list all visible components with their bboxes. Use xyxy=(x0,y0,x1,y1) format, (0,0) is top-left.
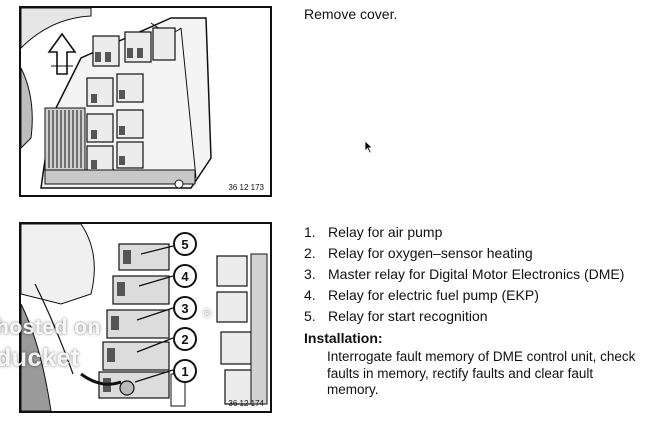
relay-list: 1.Relay for air pump 2.Relay for oxygen–… xyxy=(304,222,624,327)
installation-heading: Installation: xyxy=(304,330,383,346)
instruction-remove-cover: Remove cover. xyxy=(304,6,398,22)
figure-relay-positions: 5 4 3 2 1 36 12 174 xyxy=(19,222,272,413)
installation-body: Interrogate fault memory of DME control … xyxy=(327,349,636,397)
callout-1-circle xyxy=(173,359,197,383)
callout-5-circle xyxy=(173,232,197,256)
callout-4-circle xyxy=(173,264,197,288)
callout-4: 4 xyxy=(181,269,189,284)
figure-relay-box-cover: 36 12 173 xyxy=(19,6,272,197)
callout-markers xyxy=(173,232,197,383)
list-item: 2.Relay for oxygen–sensor heating xyxy=(304,245,533,261)
figure-code: 36 12 173 xyxy=(228,183,264,192)
mouse-pointer-icon xyxy=(364,140,374,154)
list-item: 5.Relay for start recognition xyxy=(304,308,488,324)
callout-1: 1 xyxy=(181,364,188,379)
callout-5: 5 xyxy=(181,237,188,252)
list-item: 4.Relay for electric fuel pump (EKP) xyxy=(304,287,539,303)
figure-code: 36 12 174 xyxy=(228,399,264,408)
callout-2: 2 xyxy=(181,332,188,347)
list-item: 3.Master relay for Digital Motor Electro… xyxy=(304,266,625,282)
relay-box-drawing xyxy=(21,8,270,195)
callout-3-circle xyxy=(173,296,197,320)
relay-positions-drawing: 5 4 3 2 1 xyxy=(21,224,270,411)
up-arrow-icon xyxy=(47,32,77,75)
list-item: 1.Relay for air pump xyxy=(304,224,443,240)
callout-3: 3 xyxy=(181,301,188,316)
callout-2-circle xyxy=(173,327,197,351)
